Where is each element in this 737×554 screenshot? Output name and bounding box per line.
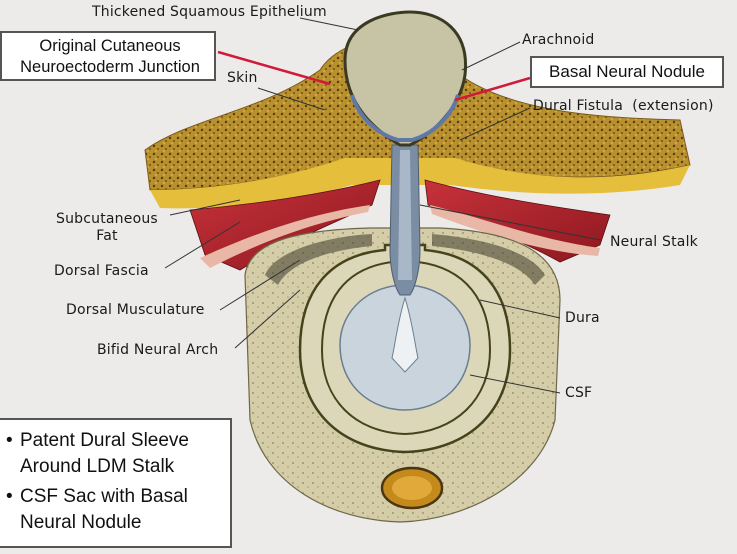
note-item-line2: Around LDM Stalk [20,456,175,477]
label-dorsal-musculature: Dorsal Musculature [66,302,205,318]
notes-box: • Patent Dural Sleeve Around LDM Stalk •… [0,418,232,548]
callout-cutaneous-junction-line1: Original Cutaneous [39,37,181,55]
note-item-line1: Patent Dural Sleeve [20,430,189,451]
note-item: • CSF Sac with Basal Neural Nodule [6,484,224,536]
label-subcutaneous-fat: Subcutaneous Fat [56,211,158,245]
subcutaneous-fat-layer [150,158,690,209]
label-csf: CSF [565,385,593,401]
callout-cutaneous-junction-line2: Neuroectoderm Junction [20,58,200,76]
bullet-icon: • [6,486,13,507]
label-skin: Skin [227,70,258,86]
label-subcutaneous-fat-line2: Fat [96,228,118,244]
label-subcutaneous-fat-line1: Subcutaneous [56,211,158,227]
dorsal-fascia-band [200,205,370,268]
label-bifid-neural-arch: Bifid Neural Arch [97,342,219,358]
label-neural-stalk: Neural Stalk [610,234,698,250]
note-item-line1: CSF Sac with Basal [20,486,188,507]
note-item: • Patent Dural Sleeve Around LDM Stalk [6,428,224,480]
callout-basal-neural-nodule: Basal Neural Nodule [530,56,724,88]
label-dorsal-fascia: Dorsal Fascia [54,263,149,279]
label-dural-fistula: Dural Fistula (extension) [533,98,714,114]
note-item-line2: Neural Nodule [20,512,142,533]
bifid-neural-arch-right [432,234,545,285]
label-thickened-epithelium: Thickened Squamous Epithelium [92,4,327,20]
bifid-neural-arch-left [265,234,372,285]
label-arachnoid: Arachnoid [522,32,595,48]
callout-cutaneous-junction: Original Cutaneous Neuroectoderm Junctio… [0,31,216,81]
label-dura: Dura [565,310,600,326]
bullet-icon: • [6,430,13,451]
